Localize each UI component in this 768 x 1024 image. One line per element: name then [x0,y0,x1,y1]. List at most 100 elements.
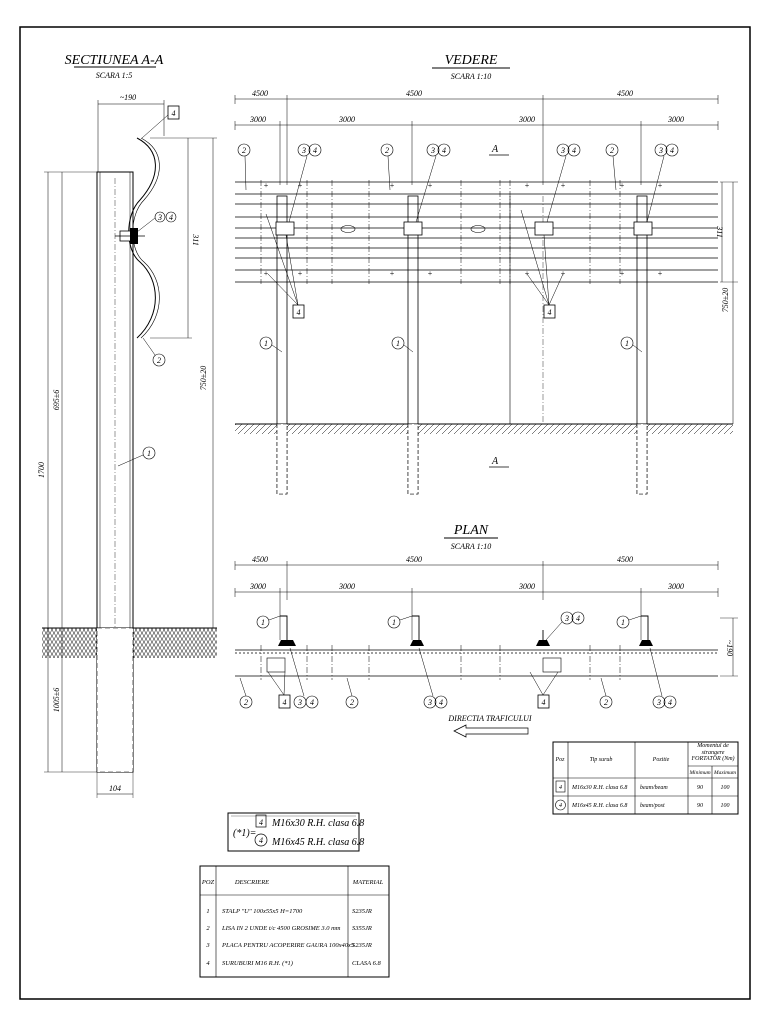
parts-row2-mat: S355JR [352,925,372,932]
plan-callout-post-2: 1 [392,618,396,627]
section-view: SECTIUNEA A-A SCARA 1:5 ~190 4 3 4 2 [37,53,217,798]
plan-dim-4500-1: 4500 [252,555,268,564]
section-dim-695: 695±6 [52,390,61,410]
section-title: SECTIUNEA A-A [65,53,164,68]
elev-callout-bolt-3: 4 [572,146,576,155]
svg-text:+: + [524,181,529,190]
bolt-note-marker: (*1)= [233,828,256,839]
bolt-row1-poz: 4 [559,784,562,791]
elev-callout-plate-2: 3 [430,146,435,155]
svg-text:+: + [524,269,529,278]
plan-view: PLAN SCARA 1:10 4500 4500 4500 3000 3000… [234,523,738,738]
bolt-table-header-moment: Momentul de strangere FORTATOR (Nm) [691,743,735,762]
elev-dim-311: 311 [715,225,724,237]
parts-row4-poz: 4 [206,960,210,967]
bolt-note: (*1)= 4 M16x30 R.H. clasa 6.8 4 M16x45 R… [227,812,364,852]
elev-dim-4500-3: 4500 [617,89,633,98]
bolt-table-header-poz: Poz [555,757,566,763]
bolt-table-header-pozitie: Pozitie [652,757,670,763]
svg-text:+: + [297,269,302,278]
bolt-note-poz-2: 4 [259,836,263,845]
bolt-row1-pozitie: beam/beam [640,785,668,791]
parts-row3-desc: PLACA PENTRU ACOPERIRE GAURA 100x40x5 [221,942,355,949]
elev-callout-rail-2: 2 [385,146,389,155]
bolt-row2-pozitie: beam/post [640,803,665,809]
svg-text:+: + [389,181,394,190]
parts-header-poz: POZ [201,879,215,886]
section-dim-1005: 1005±6 [52,688,61,712]
bolt-torque-table: Poz Tip surub Pozitie Momentul de strang… [552,741,739,815]
elev-dim-3000-4: 3000 [667,115,684,124]
parts-row1-mat: S235JR [352,908,372,915]
elev-callout-bolt-1: 4 [313,146,317,155]
elev-dim-3000-1: 3000 [249,115,266,124]
plan-callout-rail-3: 2 [604,698,608,707]
bolt-row1-max: 100 [721,785,730,791]
elev-callout-post-1: 1 [264,339,268,348]
plan-callout-bolt-1: 4 [310,698,314,707]
elev-dim-4500-2: 4500 [406,89,422,98]
elev-callout-plate-3: 3 [560,146,565,155]
plan-dim-3000-3: 3000 [518,582,535,591]
plan-callout-plate-3: 3 [656,698,661,707]
svg-text:+: + [619,181,624,190]
plan-callout-plate-top: 3 [564,614,569,623]
bolt-table-sub-min: Minimum [688,770,710,776]
bolt-note-poz-1: 4 [259,818,263,827]
section-dim-104: 104 [109,784,121,793]
section-callout-post: 1 [147,449,151,458]
parts-row1-desc: STALP "U" 100x55x5 H=1700 [222,908,303,915]
elev-dim-3000-3: 3000 [518,115,535,124]
parts-row2-desc: LISA IN 2 UNDE t/c 4500 GROSIME 3.0 mm [221,925,341,932]
elevation-title: VEDERE [445,53,498,68]
svg-text:+: + [389,269,394,278]
elevation-scale: SCARA 1:10 [451,72,492,81]
parts-row1-poz: 1 [206,908,209,915]
section-callout-bolt: 4 [172,109,176,118]
svg-text:+: + [263,269,268,278]
elev-callout-bolt-2: 4 [442,146,446,155]
plan-callout-bolt-box-1: 4 [283,698,287,707]
bolt-note-text-1: M16x30 R.H. clasa 6.8 [271,818,364,829]
parts-row4-mat: CLASA 6.8 [352,960,382,967]
elev-callout-bolt-box-1: 4 [297,308,301,317]
svg-text:+: + [560,181,565,190]
bolt-table-header-moment-wrapper: Momentul de strangere FORTATOR (Nm) [691,743,735,762]
bolt-row2-max: 100 [721,803,730,809]
elev-callout-post-2: 1 [396,339,400,348]
traffic-direction-label: DIRECTIA TRAFICULUI [447,714,532,723]
section-callout-rail: 2 [157,356,161,365]
elev-dim-4500-1: 4500 [252,89,268,98]
bolt-note-text-2: M16x45 R.H. clasa 6.8 [271,837,364,848]
section-dim-750: 750±20 [199,366,208,390]
elev-callout-bolt-4: 4 [670,146,674,155]
parts-table: POZ DESCRIERE MATERIAL 1 STALP "U" 100x5… [199,865,390,978]
section-dim-1700: 1700 [37,462,46,478]
plan-callout-rail-1: 2 [244,698,248,707]
drawing-frame [19,26,751,1000]
plan-dim-4500-2: 4500 [406,555,422,564]
plan-dim-4500-3: 4500 [617,555,633,564]
parts-row3-poz: 3 [205,942,210,949]
elev-section-mark-top: A [491,144,499,155]
bolt-row1-tip: M16x30 R.H. clasa 6.8 [571,785,627,791]
elev-callout-post-3: 1 [625,339,629,348]
section-callout-plate-b: 4 [169,213,173,222]
bolt-table-header-tip: Tip surub [590,757,613,763]
bolt-row2-poz: 4 [559,802,562,809]
bolt-row1-min: 90 [697,785,703,791]
svg-text:+: + [560,269,565,278]
elev-callout-plate-4: 3 [658,146,663,155]
svg-text:+: + [427,269,432,278]
plan-dim-3000-4: 3000 [667,582,684,591]
plan-callout-bolt-3: 4 [668,698,672,707]
plan-dim-190: ~190 [725,640,734,656]
plan-callout-bolt-top: 4 [576,614,580,623]
elev-callout-rail-3: 2 [610,146,614,155]
svg-text:+: + [297,181,302,190]
bolt-table-sub-max: Maximum [713,770,736,776]
parts-row3-mat: S235JR [352,942,372,949]
plan-callout-bolt-box-2: 4 [542,698,546,707]
plan-callout-rail-2: 2 [350,698,354,707]
